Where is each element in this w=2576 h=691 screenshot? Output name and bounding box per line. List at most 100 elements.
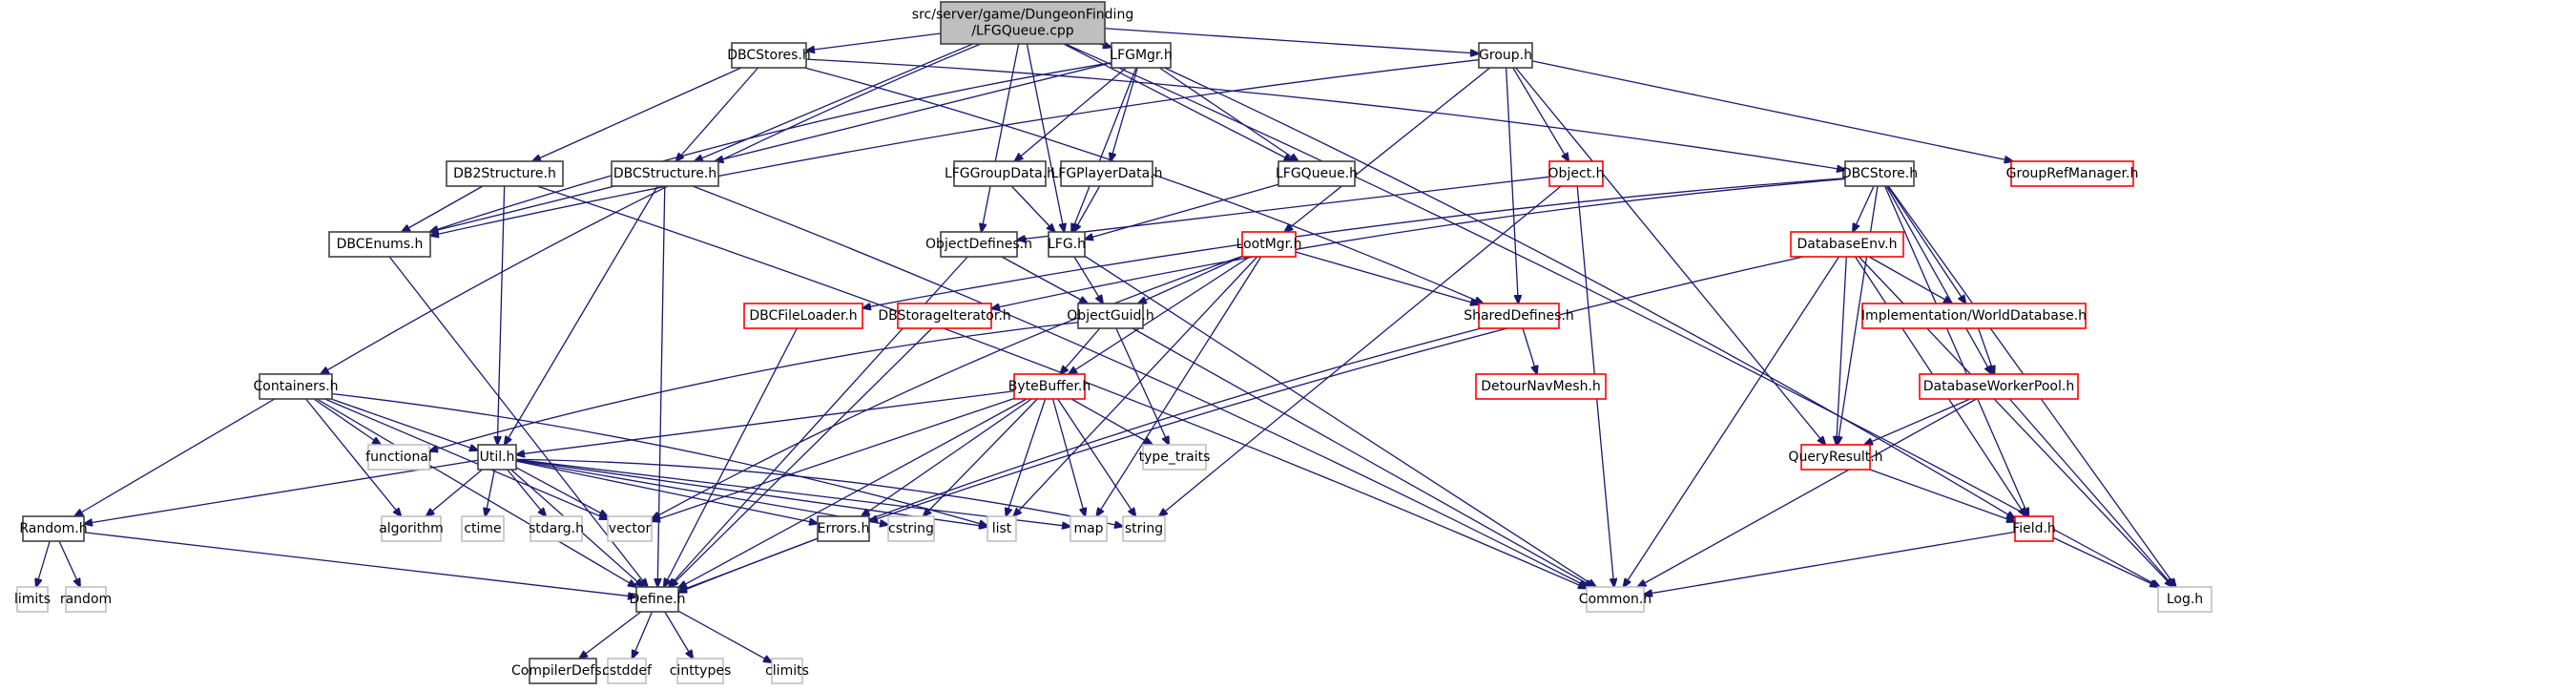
edge-LootMgr-to-ObjectGuid [1138,256,1243,304]
include-node[interactable]: cstddef [602,658,653,684]
node-box [1861,303,2087,329]
include-node[interactable]: stdarg.h [529,515,584,542]
node-label: cinttypes [670,663,732,679]
include-node[interactable]: ctime [461,515,505,542]
node-box [611,160,719,187]
include-node[interactable]: map [1070,515,1108,542]
node-label: DBStorageIterator.h [878,308,1010,324]
node-label: cstddef [602,663,653,679]
include-node[interactable]: climits [765,658,809,684]
node-label: ObjectGuid.h [1067,308,1153,324]
node-box [1790,231,1904,258]
include-node[interactable]: SharedDefines.h [1464,303,1574,329]
node-label: Util.h [480,450,515,465]
include-node[interactable]: functional [365,444,432,471]
include-node[interactable]: LootMgr.h [1236,231,1302,258]
include-node[interactable]: algorithm [379,515,444,542]
node-box [1919,373,2079,400]
include-node[interactable]: DBStorageIterator.h [878,303,1011,329]
node-label: DB2Structure.h [453,166,556,181]
node-box [1060,160,1153,187]
edge-Group-to-LootMgr [1284,67,1491,232]
edge-ObjectGuid-to-type_traits [1115,327,1169,445]
edge-Containers-to-algorithm [305,398,402,516]
edge-Group-to-SharedDefines [1506,67,1519,304]
include-node[interactable]: LFGGroupData.h [945,160,1055,187]
edge-LFGMgr-to-LFGPlayerData [1111,67,1138,161]
include-node[interactable]: string [1122,515,1166,542]
include-node[interactable]: DetourNavMesh.h [1475,373,1607,400]
node-label: DetourNavMesh.h [1481,379,1601,394]
node-label: LFGQueue.h [1276,166,1358,181]
edge-DBCStore-to-DBCFileLoader [862,178,1846,308]
edge-root-to-Group [1104,28,1479,53]
edge-Object-to-ObjectDefines [1017,176,1550,240]
include-node[interactable]: limits [14,586,51,613]
include-node[interactable]: DatabaseWorkerPool.h [1919,373,2079,400]
node-box [940,231,1018,258]
node-box [817,515,870,542]
include-node[interactable]: ByteBuffer.h [1008,373,1091,400]
node-box [2010,160,2134,187]
node-label: /LFGQueue.cpp [971,24,1073,39]
include-node[interactable]: Group.h [1478,42,1533,69]
include-node[interactable]: CompilerDefs.h [511,658,614,684]
include-node[interactable]: Log.h [2157,586,2212,613]
node-box [607,658,647,684]
include-node[interactable]: Common.h [1579,586,1652,613]
node-box [16,586,49,613]
include-node[interactable]: LFGQueue.h [1276,160,1358,187]
include-node[interactable]: DBCEnums.h [328,231,431,258]
node-layer: src/server/game/DungeonFinding/LFGQueue.… [14,1,2212,684]
include-node[interactable]: ObjectGuid.h [1067,303,1154,329]
node-box [635,586,679,613]
include-node[interactable]: DBCStructure.h [611,160,719,187]
edge-LFG-to-ObjectGuid [1073,256,1103,304]
edge-DBCStore-to-Field [1884,185,2029,516]
edge-Random-to-Define [83,532,636,597]
include-node[interactable]: Containers.h [253,373,339,400]
include-node[interactable]: Define.h [629,586,686,613]
node-box [1048,231,1086,258]
include-node[interactable]: DBCStore.h [1841,160,1918,187]
include-node[interactable]: Object.h [1548,160,1605,187]
include-node[interactable]: ObjectDefines.h [925,231,1032,258]
include-node[interactable]: type_traits [1139,444,1211,471]
include-node[interactable]: DBCFileLoader.h [743,303,863,329]
node-label: type_traits [1139,450,1211,465]
include-node[interactable]: DB2Structure.h [446,160,564,187]
node-box [1122,515,1166,542]
include-node[interactable]: LFGMgr.h [1110,42,1173,69]
node-box [1478,303,1560,329]
edge-ObjectGuid-to-functional [429,322,1079,451]
include-node[interactable]: DBCStores.h [727,42,811,69]
include-node[interactable]: Errors.h [817,515,870,542]
include-node[interactable]: cinttypes [670,658,732,684]
include-node[interactable]: random [60,586,112,613]
edge-root-to-LFGQueueH [1063,43,1293,161]
node-box [940,1,1106,45]
include-node[interactable]: Util.h [477,444,517,471]
include-node[interactable]: Implementation/WorldDatabase.h [1861,303,2087,329]
edge-Object-to-string [1159,185,1562,516]
include-node[interactable]: LFG.h [1048,231,1086,258]
edge-LFGMgr-to-DBCEnums [429,62,1112,232]
include-node[interactable]: GroupRefManager.h [2006,160,2139,187]
include-node[interactable]: list [987,515,1017,542]
node-box [887,515,935,542]
node-box [65,586,107,613]
node-label: DBCEnums.h [337,237,424,252]
node-box [771,658,803,684]
include-node[interactable]: Field.h [2012,515,2056,542]
edge-Define-to-cinttypes [664,611,693,659]
edge-DB2Structure-to-Util [497,185,506,445]
include-node[interactable]: cstring [887,515,935,542]
edge-LootMgr-to-list [1013,256,1258,516]
include-node[interactable]: Random.h [19,515,88,542]
include-node[interactable]: LFGPlayerData.h [1050,160,1163,187]
node-label: Field.h [2012,521,2056,536]
node-label: DatabaseEnv.h [1797,237,1897,252]
include-node[interactable]: vector [607,515,653,542]
include-node[interactable]: QueryResult.h [1788,444,1883,471]
include-node[interactable]: DatabaseEnv.h [1790,231,1904,258]
